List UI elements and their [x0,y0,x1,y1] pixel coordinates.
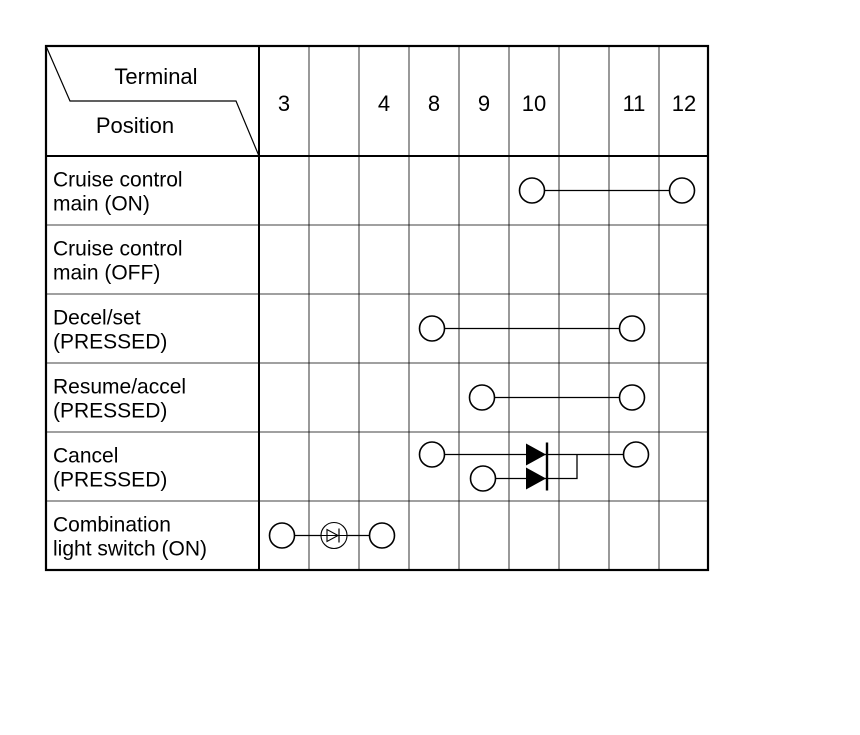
row-label-line: (PRESSED) [53,400,167,423]
row-label-line: Combination [53,514,171,537]
row-label-line: Resume/accel [53,376,186,399]
connections [268,177,696,550]
terminal-label-9: 9 [478,91,490,116]
row-label-line: (PRESSED) [53,469,167,492]
row-label-line: light switch (ON) [53,538,207,561]
connection-wire [483,454,578,480]
terminal-labels: 3 4 8 9 10 11 12 [278,91,696,116]
terminal-label-10: 10 [522,91,546,116]
row-label-line: Cancel [53,445,118,468]
terminal-circle [622,441,650,468]
row-label-line: main (ON) [53,193,150,216]
header-position-label: Position [96,113,174,138]
row-label-line: Cruise control [53,169,183,192]
terminal-circle [618,315,646,342]
terminal-label-3: 3 [278,91,290,116]
row-label-line: Decel/set [53,307,141,330]
header-diagonal-divider [45,45,260,157]
diode-icon [526,467,546,490]
terminal-circle [368,522,396,549]
terminal-circle [418,441,446,468]
header-terminal-label: Terminal [114,64,197,89]
terminal-circle [618,384,646,411]
terminal-label-12: 12 [672,91,696,116]
terminal-label-8: 8 [428,91,440,116]
terminal-circle [468,384,496,411]
table-border [44,44,710,572]
terminal-circle [418,315,446,342]
table-grid [44,44,710,572]
terminal-label-11: 11 [623,91,646,116]
terminal-circle [668,177,696,204]
row-label-line: Cruise control [53,238,183,261]
row-label-line: (PRESSED) [53,331,167,354]
row-label-line: main (OFF) [53,262,160,285]
diode-icon [526,443,546,466]
terminal-circle [469,465,497,492]
terminal-label-4: 4 [378,91,390,116]
terminal-circle [518,177,546,204]
terminal-circle [268,522,296,549]
